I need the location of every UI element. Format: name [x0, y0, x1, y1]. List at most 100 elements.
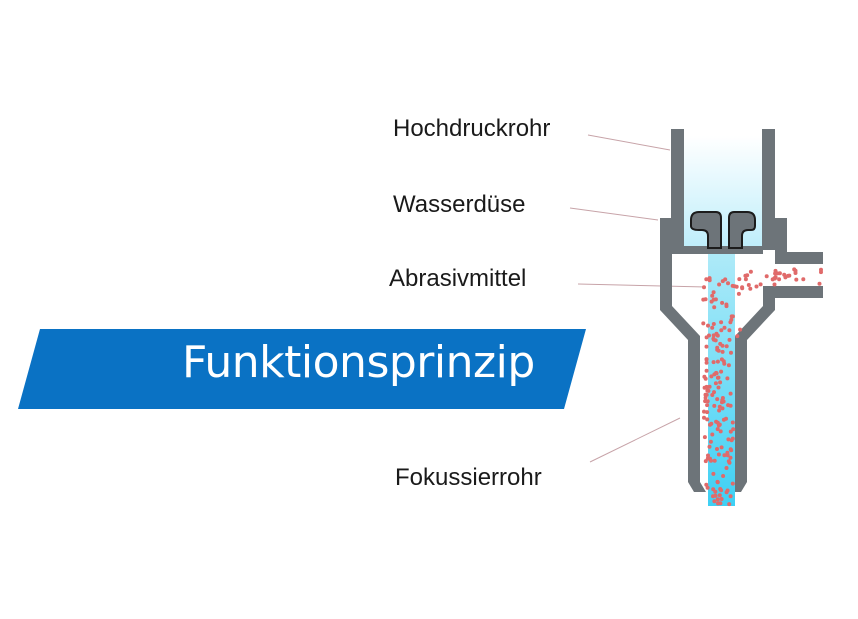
abrasive-particle: [721, 474, 726, 478]
abrasive-particle: [716, 452, 721, 457]
abrasive-particle: [704, 482, 709, 487]
abrasive-particle: [719, 445, 724, 450]
title-banner-shape: [18, 329, 586, 409]
abrasive-particle: [738, 327, 743, 332]
abrasive-particle: [716, 501, 720, 506]
abrasive-particle: [711, 360, 716, 365]
leader-line-wasserduese: [569, 207, 659, 221]
abrasive-particle: [729, 350, 733, 355]
abrasive-particle: [718, 380, 723, 385]
abrasive-particle: [707, 333, 711, 338]
abrasive-particle: [724, 416, 728, 421]
abrasive-particle: [714, 371, 719, 376]
abrasive-particle: [727, 328, 732, 333]
abrasive-particle: [709, 374, 714, 379]
housing-right-wall: [762, 129, 823, 264]
abrasive-particle: [719, 497, 724, 501]
abrasive-particle: [705, 403, 710, 408]
abrasive-particle: [716, 385, 721, 390]
abrasive-particle: [743, 277, 748, 282]
abrasive-particle: [728, 494, 733, 499]
leader-line-abrasivmittel: [577, 283, 707, 288]
abrasive-particle: [725, 450, 730, 455]
mixing-chamber-ceiling: [672, 246, 763, 254]
abrasive-particle: [711, 290, 716, 295]
abrasive-particle: [732, 284, 737, 289]
abrasive-particle: [719, 357, 724, 362]
abrasive-particle: [707, 444, 712, 449]
label-fokussierrohr: Fokussierrohr: [395, 464, 542, 491]
abrasive-particle: [705, 399, 710, 404]
abrasive-particle: [794, 277, 799, 282]
abrasive-particle: [718, 429, 723, 434]
abrasive-particle: [737, 277, 742, 282]
abrasive-particle: [728, 455, 733, 460]
abrasive-particle: [711, 297, 716, 302]
abrasive-particle: [724, 466, 729, 470]
abrasive-particle: [726, 437, 731, 442]
abrasive-particle: [772, 282, 777, 287]
abrasive-particle: [722, 325, 727, 330]
abrasive-particle: [708, 439, 713, 444]
abrasive-particle: [717, 408, 722, 413]
abrasive-particle: [745, 273, 750, 278]
abrasive-particle: [704, 277, 709, 282]
abrasive-particle: [819, 270, 823, 275]
abrasive-particle: [728, 391, 733, 396]
abrasive-particle: [730, 481, 735, 486]
abrasive-particle: [728, 429, 733, 434]
abrasive-particle: [709, 421, 714, 426]
water-nozzle-right: [728, 211, 756, 249]
abrasive-particle: [705, 417, 710, 422]
abrasive-particle: [754, 284, 759, 289]
abrasive-particle: [715, 497, 720, 502]
abrasive-particle: [706, 323, 710, 328]
abrasive-particle: [704, 392, 709, 397]
leader-line-fokussierrohr: [589, 417, 681, 463]
abrasive-particle: [729, 317, 734, 322]
water-nozzle-left: [690, 211, 722, 249]
abrasive-particle: [764, 274, 769, 279]
abrasive-particle: [715, 375, 720, 380]
abrasive-particle: [708, 456, 712, 461]
abrasive-particle: [706, 453, 710, 458]
abrasive-particle: [717, 282, 722, 287]
abrasive-particle: [782, 272, 787, 277]
abrasive-particle: [703, 376, 708, 381]
abrasive-particle: [720, 406, 725, 411]
abrasive-particle: [705, 410, 710, 415]
abrasive-particle: [704, 357, 709, 362]
abrasive-particle: [719, 328, 724, 333]
housing-left-wall: [660, 129, 706, 492]
abrasive-particle: [719, 488, 724, 493]
abrasive-particle: [720, 279, 725, 284]
leader-lines: [569, 134, 707, 463]
abrasive-particle: [726, 403, 731, 408]
abrasive-particle: [704, 344, 709, 349]
abrasive-particle: [758, 282, 763, 287]
label-abrasivmittel: Abrasivmittel: [389, 265, 527, 292]
abrasive-particle: [727, 337, 732, 342]
banner-title: Funktionsprinzip: [182, 337, 535, 388]
abrasive-particle: [704, 360, 709, 365]
abrasive-particle: [748, 269, 753, 274]
abrasive-particles: [701, 267, 823, 507]
abrasive-particle: [707, 276, 712, 281]
abrasive-particle: [713, 338, 718, 343]
abrasive-particle: [722, 453, 727, 458]
abrasive-particle: [715, 480, 720, 485]
abrasive-particle: [748, 286, 753, 291]
housing-right-lower-wall: [730, 286, 823, 492]
abrasive-particle: [730, 420, 735, 425]
abrasive-particle: [702, 385, 707, 390]
abrasive-particle: [701, 321, 706, 326]
abrasive-particle: [720, 300, 725, 305]
abrasive-particle: [746, 283, 751, 287]
abrasive-particle: [711, 322, 716, 326]
abrasive-particle: [720, 396, 725, 400]
abrasive-particle: [712, 403, 717, 408]
abrasive-particle: [712, 499, 717, 504]
abrasive-particle: [715, 427, 720, 432]
abrasive-particle: [730, 436, 735, 441]
